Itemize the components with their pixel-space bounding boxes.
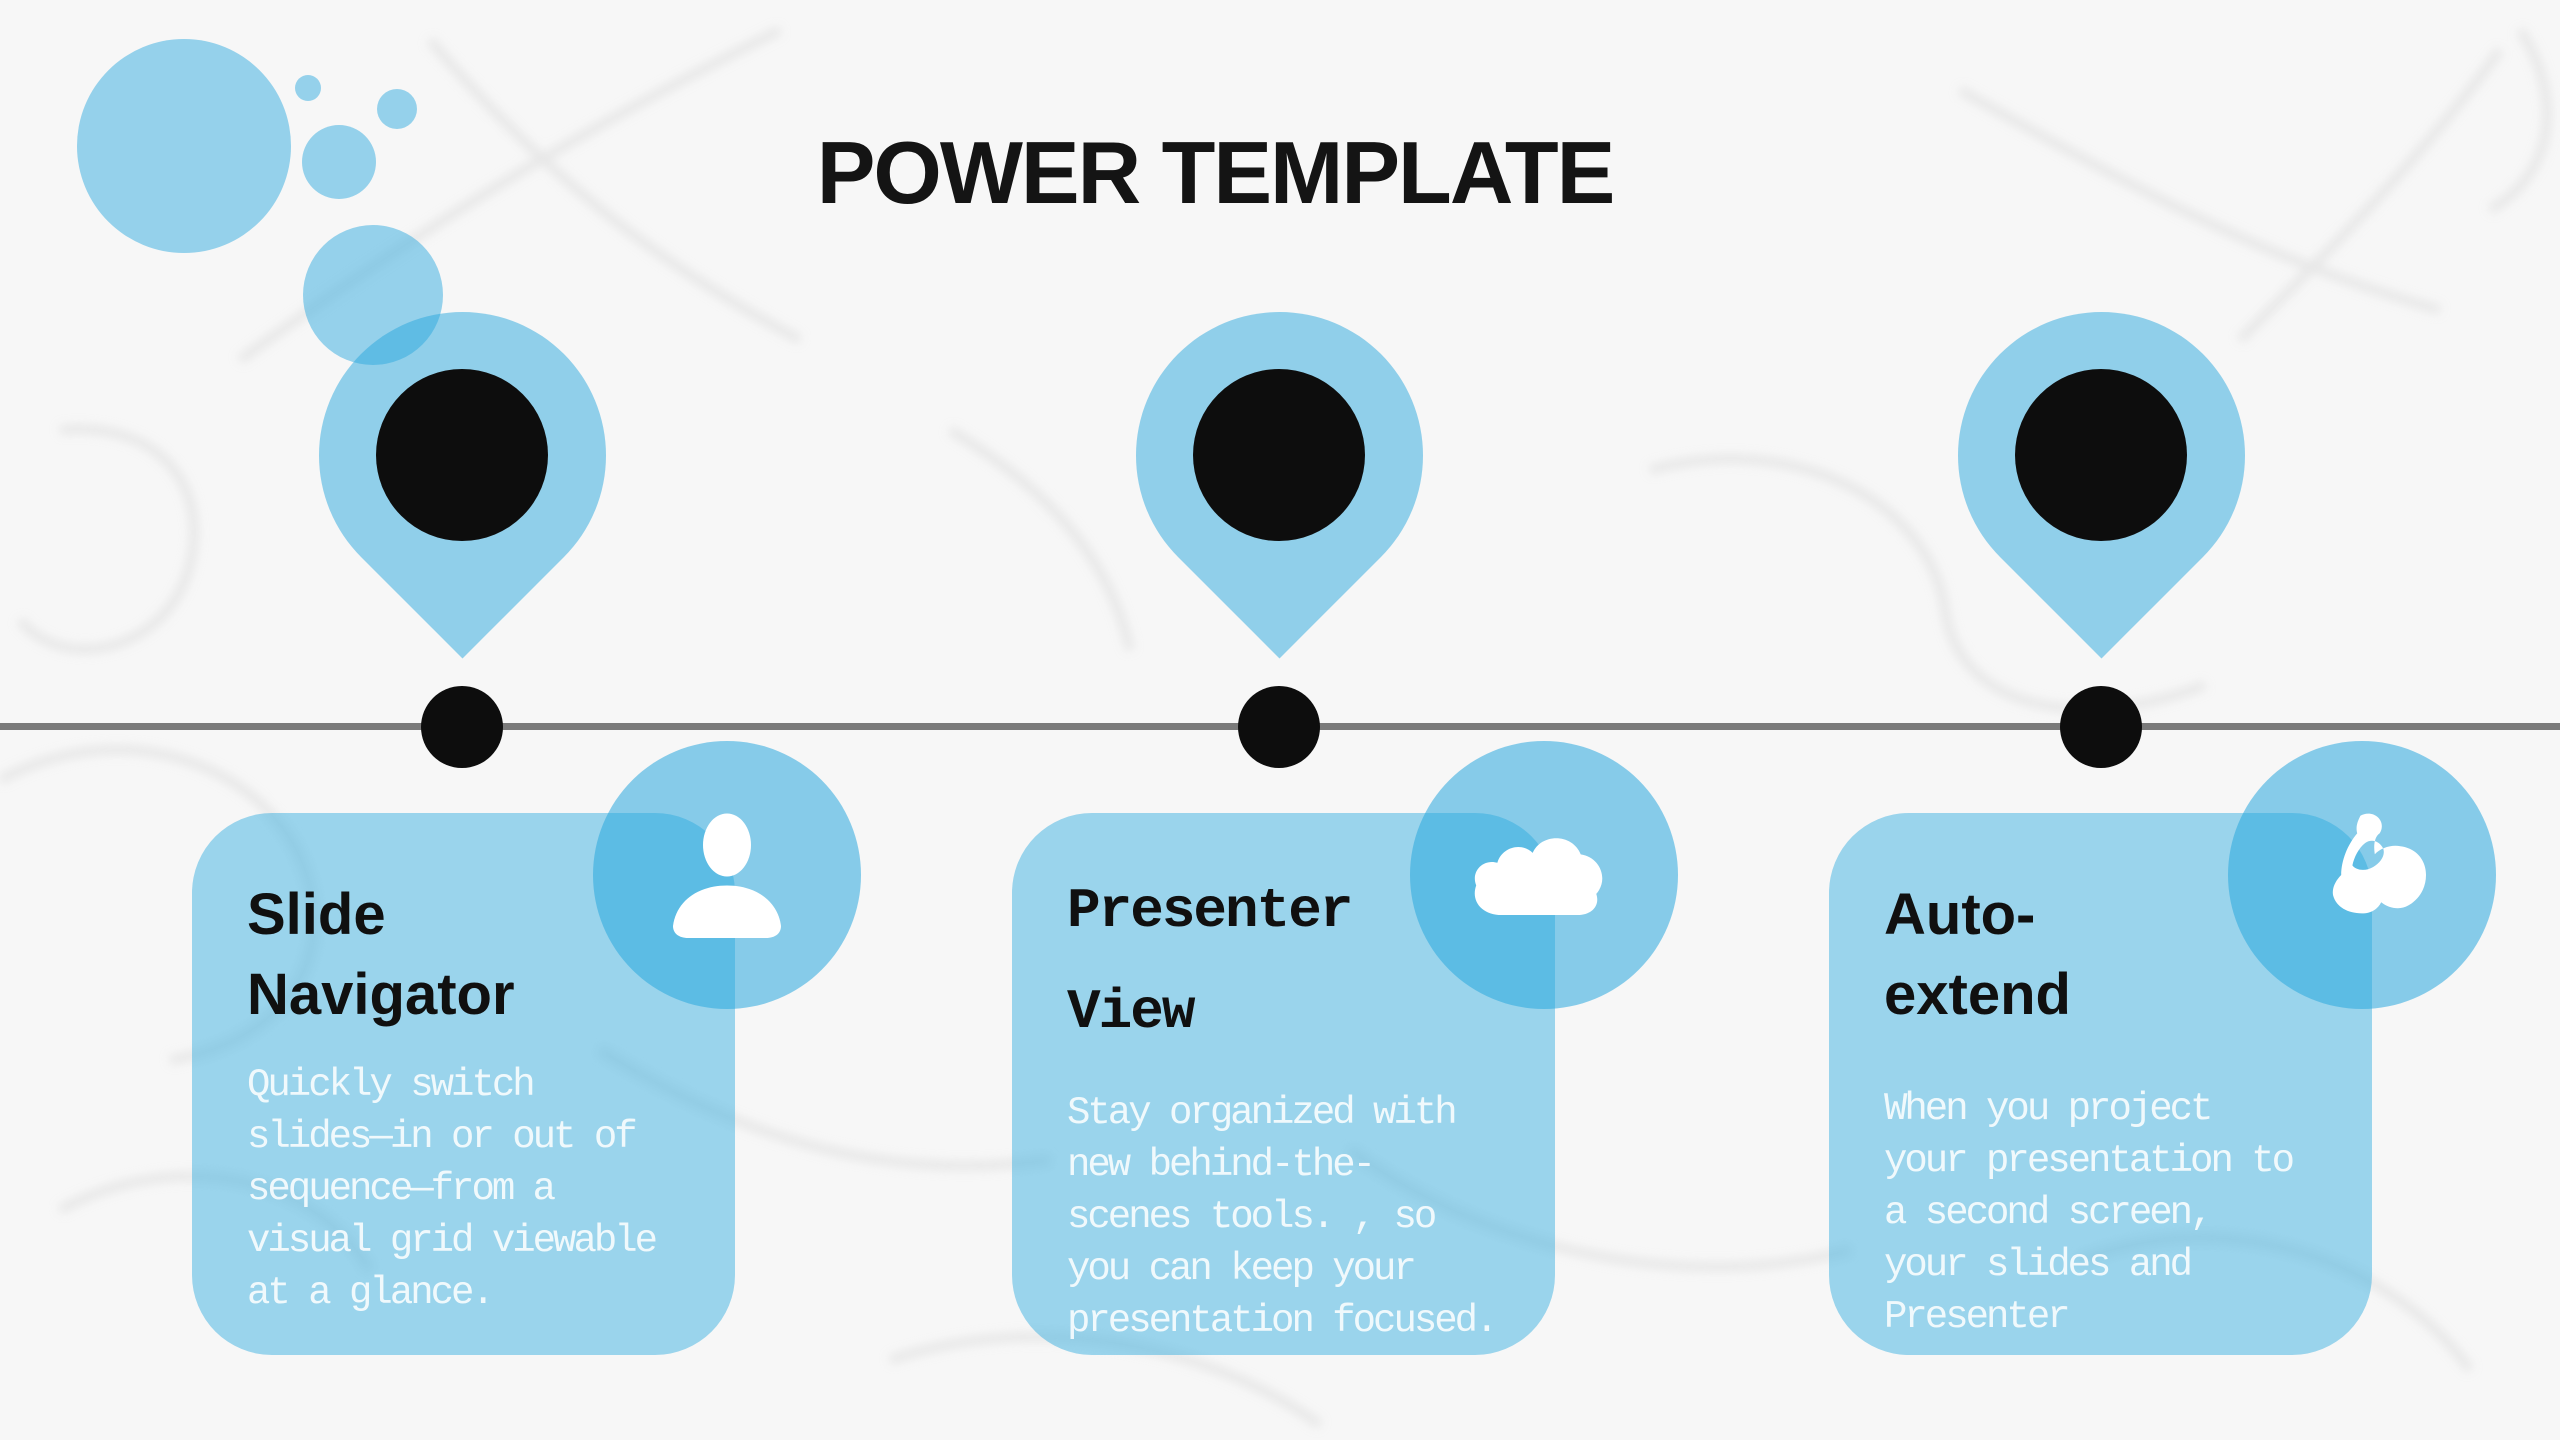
feature-card-auto-extend: Auto- extend When you project your prese…: [1829, 813, 2372, 1355]
page-title: POWER TEMPLATE: [816, 123, 1616, 222]
person-icon: [673, 813, 781, 938]
pin-inner-circle: [376, 369, 548, 541]
decorative-bubble: [295, 75, 321, 101]
pin-inner-circle: [1193, 369, 1365, 541]
feature-card-presenter-view: Presenter View Stay organized with new b…: [1012, 813, 1555, 1355]
card-title: Presenter View: [1067, 879, 1353, 1044]
timeline-dot: [2060, 686, 2142, 768]
decorative-bubble: [77, 39, 291, 253]
card-body: When you project your presentation to a …: [1884, 1087, 2295, 1340]
card-title: Slide Navigator: [247, 882, 515, 1028]
icon-circle: [2228, 741, 2496, 1009]
pin-inner-circle: [2015, 369, 2187, 541]
timeline-dot: [1238, 686, 1320, 768]
icon-circle: [593, 741, 861, 1009]
decorative-bubble: [377, 89, 417, 129]
card-title: Auto- extend: [1884, 882, 2071, 1028]
icon-circle: [1410, 741, 1678, 1009]
timeline-dot: [421, 686, 503, 768]
cloud-icon: [1474, 837, 1603, 915]
card-body: Stay organized with new behind-the- scen…: [1067, 1090, 1498, 1343]
bicep-icon: [2332, 813, 2426, 914]
card-body: Quickly switch slides—in or out of seque…: [247, 1063, 658, 1316]
decorative-bubble: [302, 125, 376, 199]
